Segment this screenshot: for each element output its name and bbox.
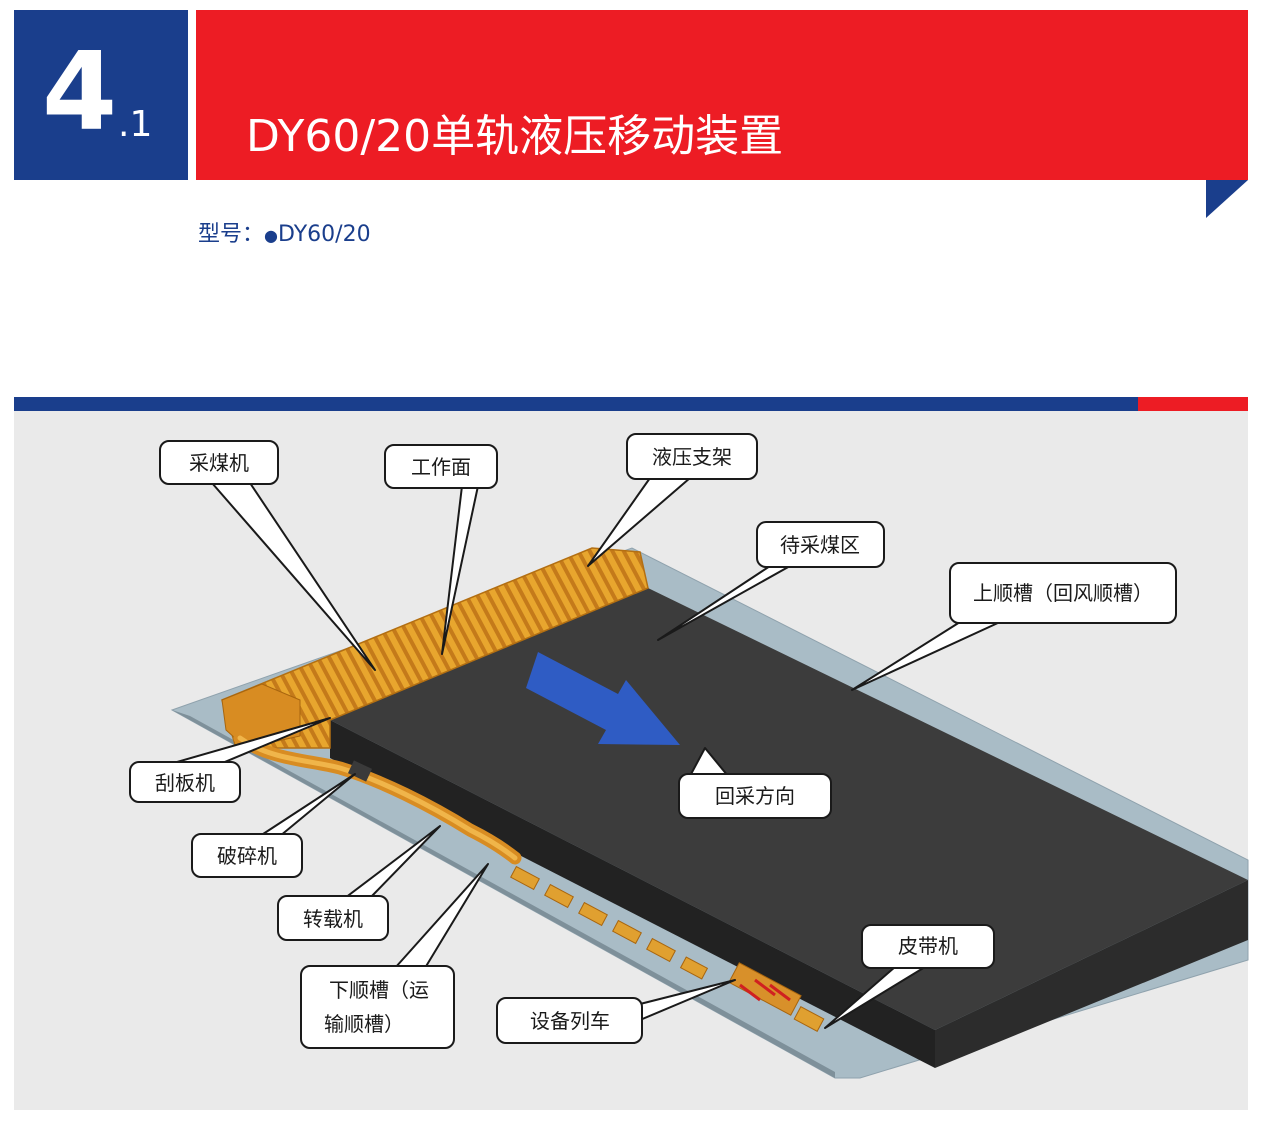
section-number: 4 (42, 30, 117, 155)
callout-box-upper-gateway (949, 562, 1177, 624)
stage-loader-path-inner (237, 735, 518, 861)
callout-box-belt-conveyor (861, 924, 995, 969)
label-working-face: 工作面 (411, 455, 471, 479)
banner-corner-fold (1206, 180, 1248, 218)
model-value: DY60/20 (277, 222, 371, 247)
label-crusher: 破碎机 (217, 844, 277, 868)
callout-box-mining-zone (756, 521, 885, 568)
label-belt-conveyor: 皮带机 (898, 934, 958, 958)
callout-box-mining-direction (678, 773, 832, 819)
callout-box-hydraulic-support (626, 433, 758, 480)
section-number-box: 4 .1 (14, 10, 188, 180)
belt-conveyor-unit (728, 962, 825, 1032)
mining-direction-arrow (526, 652, 680, 745)
callout-pointer-lower-gateway (394, 863, 489, 969)
crusher-unit (347, 760, 373, 782)
label-shearer: 采煤机 (189, 451, 249, 475)
label-equipment-train: 设备列车 (530, 1009, 610, 1033)
callout-pointer-upper-gateway (851, 621, 1001, 691)
callout-box-working-face (384, 444, 498, 489)
floor-plate-edge (172, 710, 835, 1078)
divider-bar-blue (14, 397, 1138, 411)
model-bullet: ● (264, 226, 278, 245)
model-label: 型号： (198, 222, 265, 247)
callout-box-scraper-conveyor (129, 761, 241, 803)
page-title: DY60/20单轨液压移动装置 (246, 111, 784, 162)
label-mining-direction: 回采方向 (715, 784, 795, 808)
callout-box-stage-loader (277, 895, 389, 941)
label-lower-gateway-line1: 下顺槽（运 (329, 978, 429, 1002)
coal-block-side-left (330, 720, 935, 1068)
callout-pointer-stage-loader (344, 825, 441, 899)
section-sub-number: .1 (118, 104, 153, 145)
callout-pointer-shearer (211, 482, 376, 671)
label-lower-gateway-line2: 输顺槽） (324, 1012, 404, 1036)
divider-bar-red (1138, 397, 1248, 411)
title-banner: DY60/20单轨液压移动装置 (196, 10, 1248, 180)
label-stage-loader: 转载机 (303, 907, 363, 931)
label-scraper-conveyor: 刮板机 (155, 771, 215, 795)
label-mining-zone: 待采煤区 (780, 533, 860, 557)
equipment-train (510, 865, 709, 980)
callout-box-equipment-train (496, 997, 643, 1044)
label-upper-gateway: 上顺槽（回风顺槽） (973, 581, 1153, 605)
label-hydraulic-support: 液压支架 (652, 445, 732, 469)
coal-block-side-right (935, 880, 1248, 1068)
model-line: 型号：●DY60/20 (198, 216, 371, 248)
callout-box-lower-gateway (300, 965, 455, 1049)
callout-box-shearer (159, 440, 279, 485)
callout-box-crusher (191, 833, 303, 878)
